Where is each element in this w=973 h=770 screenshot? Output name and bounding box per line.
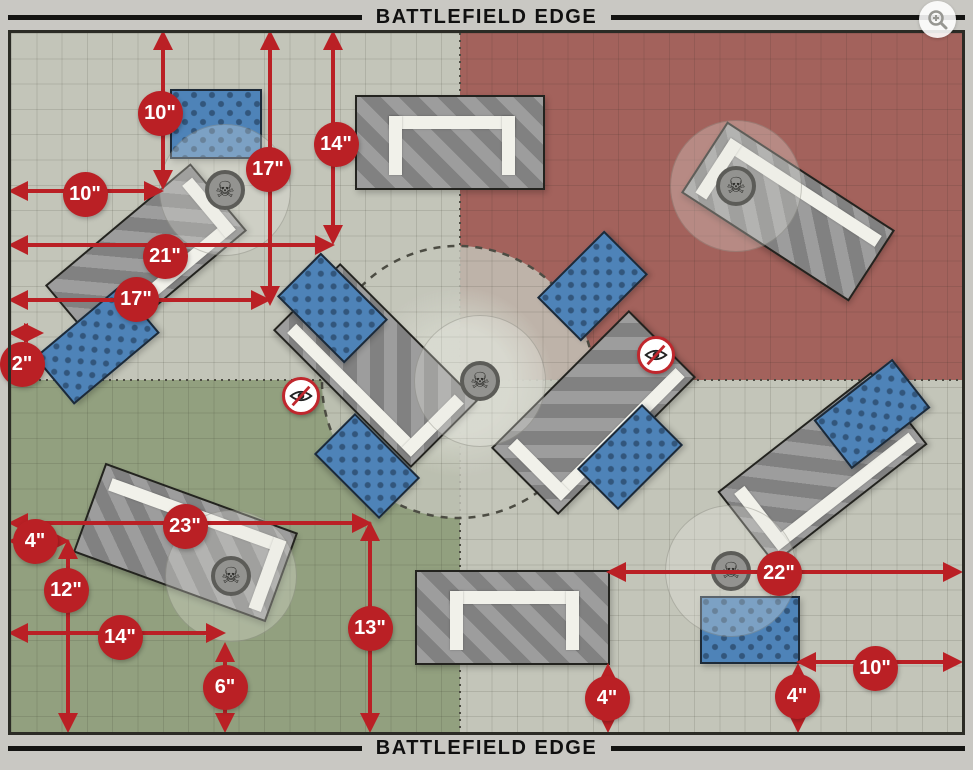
measurement-label: 2" [0,341,45,387]
edge-line [8,745,362,751]
measurement-label: 10" [852,645,898,691]
measurement-label: 14" [313,121,359,167]
zoom-in-button[interactable] [919,1,956,38]
measurement-label: 12" [43,567,89,613]
ruin-wall [389,115,402,175]
battlefield-edge-bottom-label: BATTLEFIELD EDGE [375,736,598,759]
measurement-label: 17" [113,276,159,322]
measurement-label: 4" [12,518,58,564]
ruin [414,569,610,665]
skull-icon: ☠ [470,368,490,393]
eye-slash-icon [289,385,313,407]
objective-marker: ☠ [716,166,756,206]
measurement-label: 4" [584,675,630,721]
ruin-wall [502,115,515,175]
skull-icon: ☠ [221,563,241,588]
skull-icon: ☠ [215,177,235,202]
eye-slash-icon [644,344,668,366]
measurement-label: 23" [162,503,208,549]
measurement-label: 21" [142,233,188,279]
ruin-wall [449,590,463,650]
crate [700,596,800,664]
measurement-label: 10" [62,171,108,217]
objective-marker: ☠ [460,361,500,401]
ruin-wall [449,590,579,604]
no-cover-icon [282,377,320,415]
crate [170,89,262,159]
measurement-label: 22" [756,550,802,596]
measurement-label: 6" [202,664,248,710]
objective-marker: ☠ [211,556,251,596]
objective-marker: ☠ [205,170,245,210]
skull-icon: ☠ [726,173,746,198]
ruin-wall [389,115,515,129]
battlefield-edge-top-label: BATTLEFIELD EDGE [375,5,598,28]
measurement-label: 17" [245,146,291,192]
magnifier-plus-icon [927,9,947,29]
skull-icon: ☠ [721,558,741,583]
edge-line [611,745,965,751]
measurement-label: 4" [774,673,820,719]
objective-marker: ☠ [711,551,751,591]
ruin [355,94,545,190]
measurement-label: 13" [347,605,393,651]
edge-line [611,14,965,20]
battlefield-edge-top: BATTLEFIELD EDGE [8,5,965,28]
edge-line [8,14,362,20]
no-cover-icon [637,336,675,374]
measurement-label: 14" [97,614,143,660]
ruin-wall [565,590,579,650]
battlefield-edge-bottom: BATTLEFIELD EDGE [8,736,965,759]
measurement-label: 10" [137,90,183,136]
